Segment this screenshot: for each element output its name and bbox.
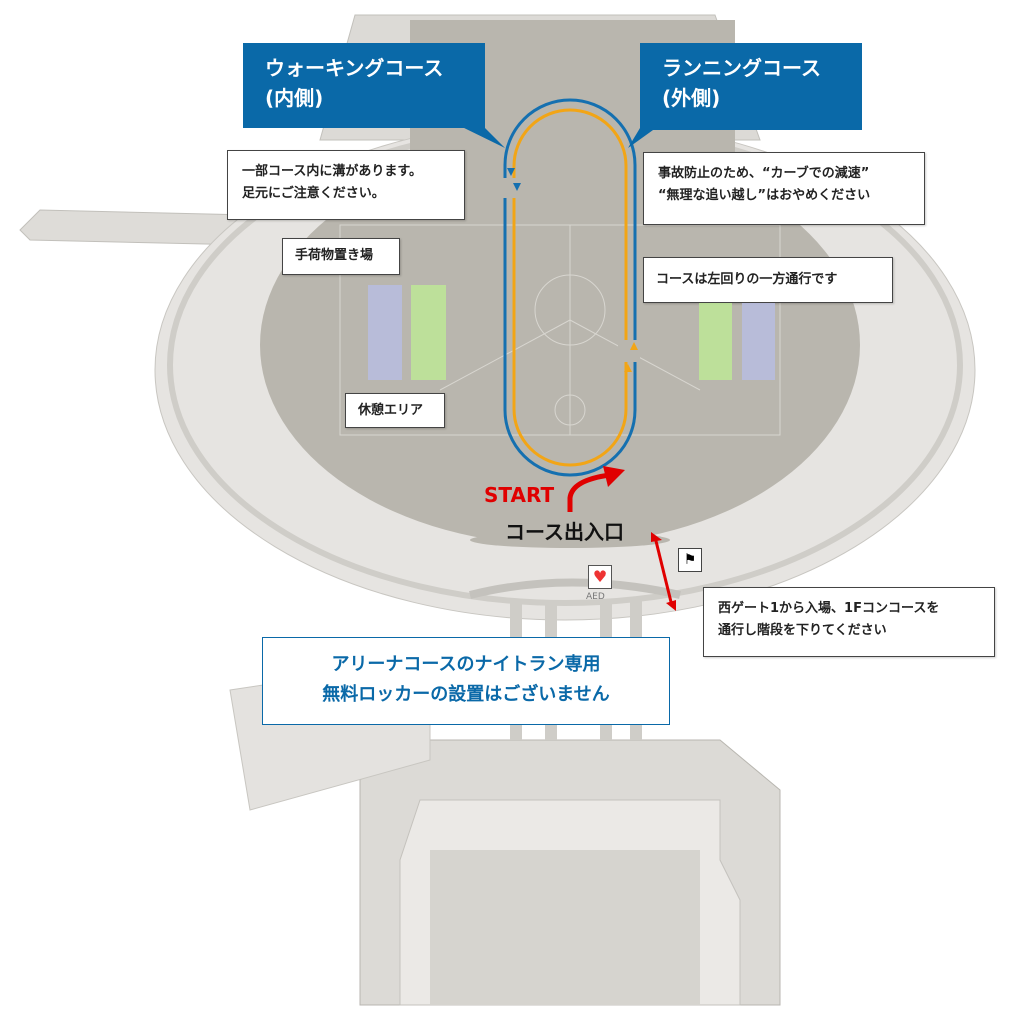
west-gate-callout: 西ゲート1から入場、1Fコンコースを 通行し階段を下りてください — [703, 587, 995, 657]
luggage-callout: 手荷物置き場 — [282, 238, 400, 275]
groove-line1: 一部コース内に溝があります。 — [242, 164, 423, 179]
stairs-icon: ⚑ — [678, 548, 702, 572]
rest-zone-left — [411, 285, 446, 380]
safety-line2: “無理な追い越し”はおやめください — [658, 188, 871, 203]
aed-heart-icon: ♥ — [588, 565, 612, 589]
rest-text: 休憩エリア — [358, 403, 424, 418]
start-arrow — [567, 472, 611, 512]
luggage-zone-left — [368, 285, 402, 380]
notice-line1: アリーナコースのナイトラン専用 — [331, 654, 601, 675]
groove-warning-callout: 一部コース内に溝があります。 足元にご注意ください。 — [227, 150, 465, 220]
direction-text: コースは左回りの一方通行です — [656, 272, 838, 287]
running-course-title: ランニングコース (外側) — [640, 43, 862, 130]
walking-course-title: ウォーキングコース (内側) — [243, 43, 485, 128]
safety-line1: 事故防止のため、“カーブでの減速” — [658, 166, 870, 181]
groove-line2: 足元にご注意ください。 — [242, 186, 385, 201]
entrance-label: コース出入口 — [505, 520, 624, 544]
gate-line2: 通行し階段を下りてください — [718, 623, 887, 638]
luggage-zone-right — [742, 303, 775, 380]
notice-line2: 無料ロッカーの設置はございません — [322, 684, 610, 705]
rest-zone-right — [699, 303, 732, 380]
walking-title-line2: (内側) — [265, 86, 324, 110]
safety-callout: 事故防止のため、“カーブでの減速” “無理な追い越し”はおやめください — [643, 152, 925, 225]
walking-course-path — [512, 108, 628, 467]
gate-line1: 西ゲート1から入場、1Fコンコースを — [718, 601, 940, 616]
direction-callout: コースは左回りの一方通行です — [643, 257, 893, 303]
running-course-path — [503, 98, 637, 477]
running-title-line2: (外側) — [662, 86, 721, 110]
running-title-line1: ランニングコース — [662, 56, 821, 80]
locker-notice: アリーナコースのナイトラン専用 無料ロッカーの設置はございません — [262, 637, 670, 725]
rest-area-callout: 休憩エリア — [345, 393, 445, 428]
aed-label: AED — [586, 592, 605, 602]
luggage-text: 手荷物置き場 — [295, 248, 374, 263]
start-label: START — [484, 483, 555, 507]
walking-title-line1: ウォーキングコース — [265, 56, 444, 80]
